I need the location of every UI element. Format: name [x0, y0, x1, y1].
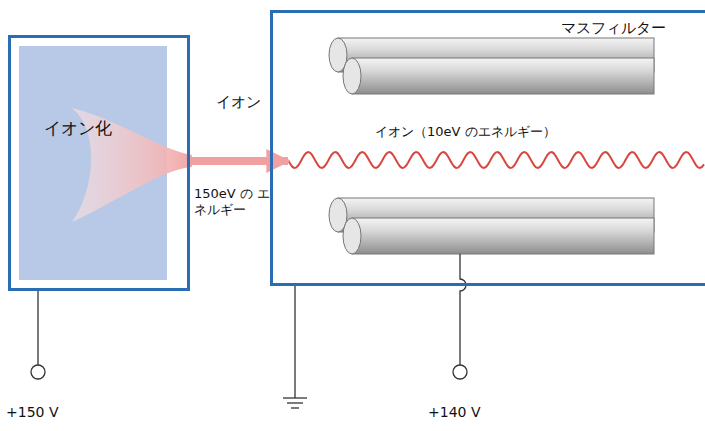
part-title: マスフィルター — [561, 19, 666, 38]
ion-source-box: イオン化 — [8, 35, 190, 291]
energy-label: 150eV の エネルギー — [194, 186, 276, 219]
wire — [31, 254, 467, 408]
ion-path — [288, 152, 704, 168]
terminal-voltage: +140 V — [428, 404, 480, 422]
quadrupole-rod — [329, 198, 654, 254]
beam-label: イオン（10eV のエネルギー） — [372, 124, 559, 140]
terminal-voltage: +150 V — [6, 404, 58, 422]
edge-label: イオン — [216, 93, 261, 112]
ion-wave — [288, 152, 704, 168]
ion-beam-arrow — [190, 157, 288, 165]
ionizer-label: イオン化 — [44, 118, 112, 139]
mass-filter-housing: マスフィルター — [270, 10, 705, 286]
quadrupole-rod — [329, 38, 654, 94]
